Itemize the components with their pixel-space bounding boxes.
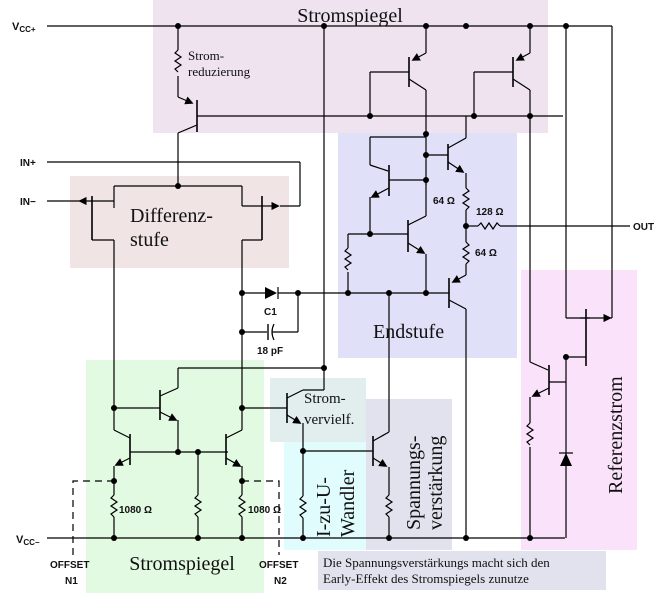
junction-dots [111, 23, 569, 541]
offset-null-wires [72, 480, 280, 555]
pin-in-plus: IN+ [20, 158, 36, 169]
resistor-1080-right-label: 1080 Ω [248, 505, 281, 516]
region-spannungsverstaerkung [366, 399, 452, 550]
current-reduction-transistor [173, 26, 563, 185]
pin-out: OUT [633, 222, 654, 233]
svg-text:VCC−: VCC− [16, 534, 40, 547]
region-stromvervielf [270, 378, 366, 442]
resistor-64-top-label: 64 Ω [433, 196, 455, 207]
label-endstufe: Endstufe [373, 321, 444, 343]
resistor-64-bottom-label: 64 Ω [475, 248, 497, 259]
note-background [318, 551, 606, 590]
input-wires [47, 161, 301, 207]
label-referenzstrom: Referenzstrom [605, 376, 627, 494]
vcc-plus-rail [47, 25, 613, 226]
capacitor-c1-name: C1 [264, 307, 277, 318]
pin-offset-n1-line2: N1 [65, 576, 78, 587]
label-spannung-2: verstärkung [425, 436, 447, 530]
output-stage [343, 116, 630, 538]
label-differenzstufe-2: stufe [130, 229, 169, 251]
reference-current-source [525, 140, 613, 538]
pin-offset-n2-line2: N2 [274, 576, 287, 587]
label-spannung-1: Spannungs- [403, 436, 425, 530]
note-line-2: Early-Effekt des Stromspiegels zunutze [323, 571, 529, 586]
label-stromvervielf-2: vervielf. [304, 412, 354, 428]
pin-vcc-plus: VCC+ [12, 21, 36, 34]
label-stromreduzierung-2: reduzierung [188, 64, 251, 79]
mirror-pnp-left [369, 26, 427, 185]
region-stromspiegel-bottom [86, 360, 264, 593]
resistor-1080-left-label: 1080 Ω [119, 505, 152, 516]
label-differenzstufe-1: Differenz- [130, 205, 213, 227]
label-i-zu-u-2: Wandler [337, 469, 359, 537]
pin-offset-n1-line1: OFFSET [50, 560, 89, 571]
capacitor-c1-value: 18 pF [257, 346, 283, 357]
label-stromspiegel-top: Stromspiegel [297, 5, 403, 27]
region-referenzstrom [521, 270, 637, 550]
current-multiplier-and-gain-stage [242, 368, 394, 538]
region-i-zu-u-wandler [284, 442, 366, 550]
region-endstufe [338, 133, 517, 358]
mirror-pnp-right [473, 26, 531, 140]
label-stromspiegel-bottom: Stromspiegel [129, 553, 235, 575]
label-stromreduzierung-1: Strom- [188, 48, 224, 63]
pin-offset-n2-line1: OFFSET [259, 560, 298, 571]
region-stromspiegel-top [153, 0, 548, 133]
svg-text:VCC+: VCC+ [12, 21, 36, 34]
label-stromvervielf-1: Strom- [304, 391, 346, 407]
note-line-1: Die Spannungsverstärkungs macht sich den [323, 555, 550, 570]
resistor-128-label: 128 Ω [476, 207, 503, 218]
compensation-network [242, 287, 428, 341]
pin-in-minus: IN− [20, 197, 36, 208]
label-i-zu-u-1: I-zu-U- [313, 477, 335, 537]
pin-vcc-minus: VCC− [16, 534, 40, 547]
region-differenzstufe [70, 176, 289, 268]
